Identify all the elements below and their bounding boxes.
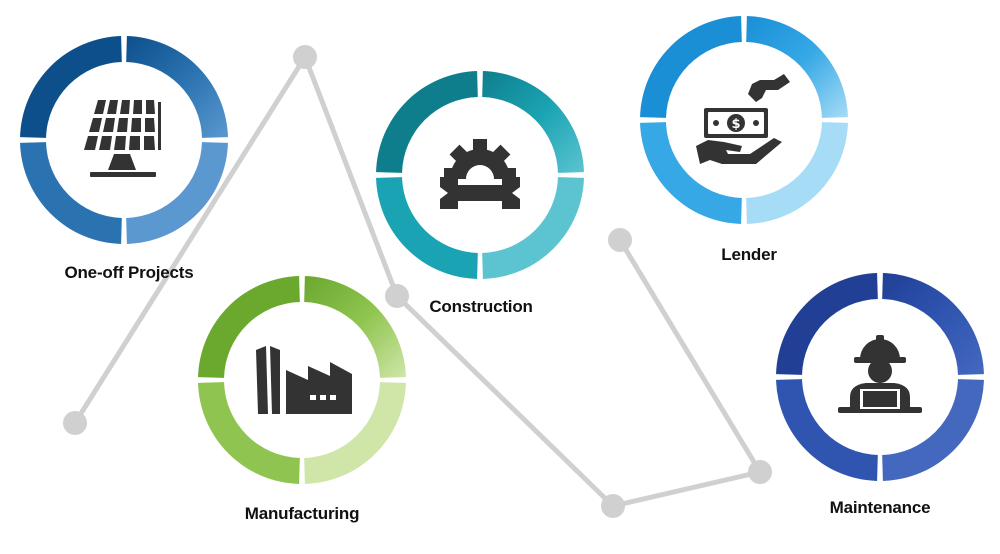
stage-label: Lender [721, 245, 777, 264]
connector-dot [293, 45, 317, 69]
connector-dot [608, 228, 632, 252]
ring-segment [640, 122, 742, 224]
stage-label: Maintenance [829, 498, 931, 517]
ring-segment [198, 276, 300, 378]
stage-construction [376, 71, 584, 279]
ring-segment [20, 36, 122, 138]
ring-segment [198, 382, 300, 484]
stage-lender: $ [640, 16, 848, 224]
svg-text:$: $ [731, 117, 740, 132]
gear-wrench-icon [440, 139, 520, 209]
ring-segment [882, 273, 984, 375]
connector-dot [385, 284, 409, 308]
ring-segment [776, 273, 878, 375]
connector-dot [63, 411, 87, 435]
stage-one-off-projects [20, 36, 228, 244]
stage-label: Construction [429, 297, 533, 316]
ring-segment [126, 142, 228, 244]
ring-segment [126, 36, 228, 138]
ring-segment [20, 142, 122, 244]
connector-dot [748, 460, 772, 484]
ring-segment [376, 71, 478, 173]
stage-label: One-off Projects [64, 263, 194, 282]
ring-segment [304, 276, 406, 378]
engineer-laptop-icon [838, 335, 922, 413]
stage-maintenance [776, 273, 984, 481]
connector-dot [601, 494, 625, 518]
stage-manufacturing [198, 276, 406, 484]
ring-segment [640, 16, 742, 118]
ring-segment [882, 379, 984, 481]
ring-segment [482, 71, 584, 173]
stage-label: Manufacturing [244, 504, 360, 523]
ring-segment [776, 379, 878, 481]
connector-line [72, 54, 763, 509]
ring-construction [376, 71, 584, 279]
factory-icon [256, 346, 352, 414]
ring-segment [746, 16, 848, 118]
ring-segment [746, 122, 848, 224]
money-handover-icon: $ [696, 74, 790, 164]
ring-segment [376, 177, 478, 279]
ring-center [403, 98, 557, 252]
solar-panel-icon [84, 100, 161, 177]
ring-segment [482, 177, 584, 279]
ring-segment [304, 382, 406, 484]
